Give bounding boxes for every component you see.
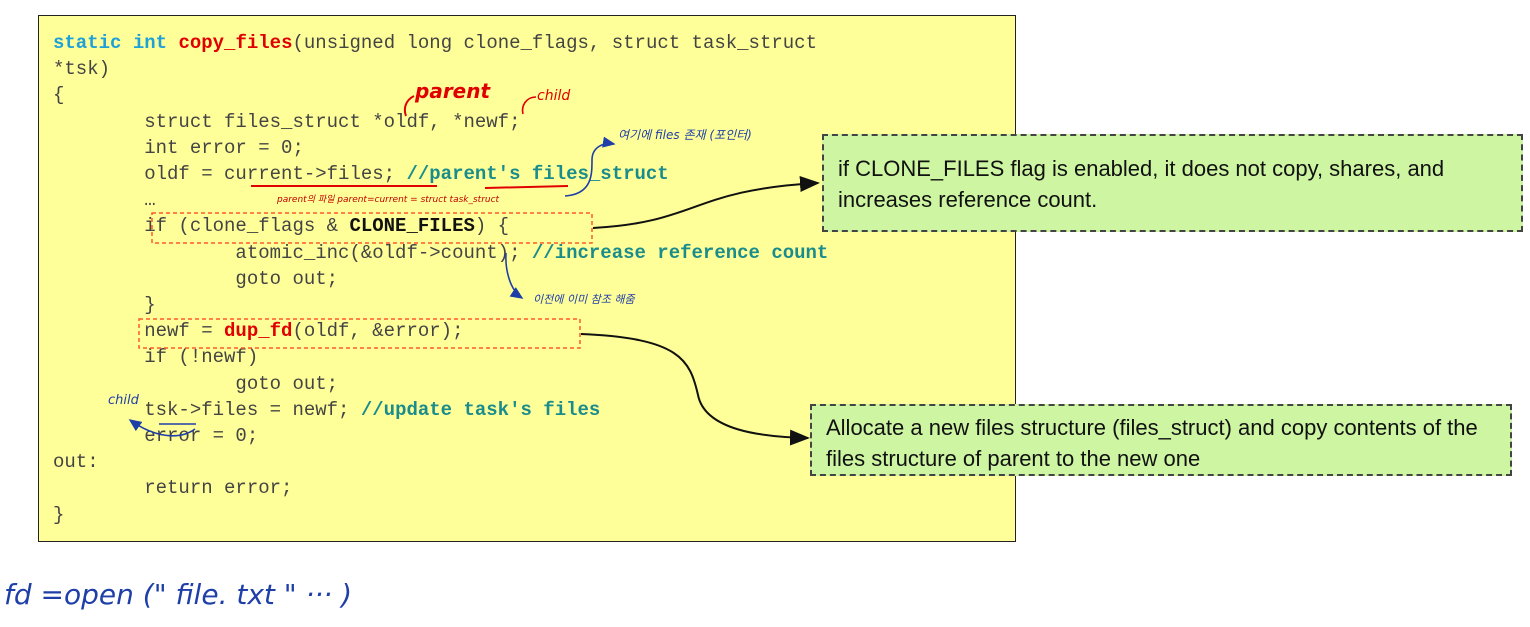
arrow-to-callout-dup-fd xyxy=(580,333,810,446)
function-name-dup-fd: dup_fd xyxy=(224,320,293,343)
code-line-14: goto out; xyxy=(53,372,339,395)
code-line-11: } xyxy=(53,294,156,317)
arrow-tsk-child xyxy=(128,419,196,437)
code-line-19: } xyxy=(53,503,65,526)
highlight-box-clone-files xyxy=(151,212,593,244)
keyword-int: int xyxy=(132,32,168,54)
arrow-count-note xyxy=(505,252,524,299)
code-line-17: out: xyxy=(53,451,99,474)
arrow-parent-to-oldf xyxy=(403,95,415,117)
code-line-3: { xyxy=(53,84,65,107)
comment-parent-files: //parent's files_struct xyxy=(406,163,669,186)
code-line-10: goto out; xyxy=(53,267,339,290)
code-listing: static int copy_files(unsigned long clon… xyxy=(53,30,828,528)
code-line-5: int error = 0; xyxy=(53,136,304,159)
code-line-9: atomic_inc(&oldf->count); //increase ref… xyxy=(53,241,829,264)
function-params: (unsigned long clone_flags, struct task_… xyxy=(292,32,817,54)
code-line-7: … xyxy=(53,189,156,212)
highlight-box-dup-fd xyxy=(138,318,581,349)
code-line-4: struct files_struct *oldf, *newf; xyxy=(53,110,521,133)
code-line-15: tsk->files = newf; //update task's files xyxy=(53,398,601,421)
code-line-2: *tsk) xyxy=(53,58,111,81)
clone-files-flag: CLONE_FILES xyxy=(349,215,475,238)
code-listing-box: static int copy_files(unsigned long clon… xyxy=(38,15,1016,542)
code-line-8: if (clone_flags & CLONE_FILES) { xyxy=(53,215,510,238)
underline-parent-comment xyxy=(484,185,569,189)
handwriting-child-top: child xyxy=(537,88,571,104)
handwriting-count-note: 이전에 이미 참조 해줌 xyxy=(533,293,635,306)
arrow-files-note xyxy=(564,136,616,197)
handwriting-parent: parent xyxy=(415,79,491,103)
keyword-static: static xyxy=(53,32,122,54)
callout-clone-files: if CLONE_FILES flag is enabled, it does … xyxy=(822,134,1523,232)
comment-increase-ref: //increase reference count xyxy=(531,241,829,264)
arrow-to-callout-clone-files xyxy=(592,175,820,229)
code-line-13: if (!newf) xyxy=(53,346,259,369)
comment-update-files: //update task's files xyxy=(360,398,601,421)
callout-dup-fd: Allocate a new files structure (files_st… xyxy=(810,404,1512,476)
code-line-6: oldf = current->files; //parent's files_… xyxy=(53,163,669,186)
handwriting-files-note: 여기에 files 존재 (포인터) xyxy=(618,128,752,142)
arrow-child-to-newf xyxy=(521,96,537,115)
function-name-copy-files: copy_files xyxy=(178,32,293,54)
handwriting-child-left: child xyxy=(108,393,139,408)
handwriting-fd-open: fd =open (" file. txt " ··· ) xyxy=(4,578,353,611)
handwriting-parent-note: parent의 파일 parent=current = struct task_… xyxy=(277,195,500,205)
code-line-1: static int copy_files(unsigned long clon… xyxy=(53,32,817,54)
code-line-12: newf = dup_fd(oldf, &error); xyxy=(53,320,464,343)
code-line-18: return error; xyxy=(53,477,293,500)
